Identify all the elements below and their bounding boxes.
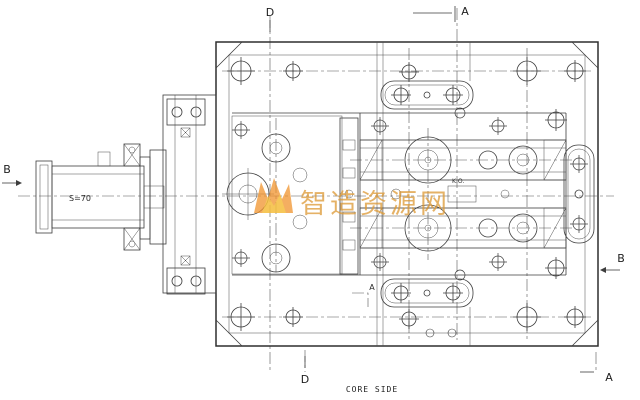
section-label-a-mid: A	[369, 283, 375, 292]
top-slide	[359, 136, 567, 184]
watermark: 智造资源网	[254, 178, 450, 220]
right-slot	[563, 144, 595, 244]
section-label-a-bottom: A	[605, 371, 613, 384]
knockout-label: K.O.	[452, 178, 464, 185]
section-label-b-left: B	[3, 163, 11, 176]
hydraulic-cylinder: S=70	[35, 143, 165, 251]
center-details: K.O.	[390, 178, 510, 203]
bottom-slide	[359, 204, 567, 252]
drawing-caption: CORE SIDE	[346, 385, 398, 394]
section-label-d-bottom: D	[301, 373, 309, 386]
bottom-pocket	[380, 278, 474, 308]
watermark-text: 智造资源网	[300, 189, 450, 220]
corner-chamfers	[215, 41, 599, 347]
clamp-plate-stack	[149, 94, 217, 295]
ejector-pin-column	[339, 117, 359, 275]
section-markers: D D A A A B B	[2, 5, 625, 386]
left-cavity-circles	[222, 115, 343, 275]
watermark-logo-icon	[254, 178, 293, 213]
section-label-b-right: B	[617, 252, 625, 265]
watermark-logo-inner	[262, 194, 286, 213]
section-label-a-top: A	[461, 5, 469, 18]
section-label-d-top: D	[266, 6, 274, 19]
top-pocket	[380, 80, 474, 110]
cylinder-stroke-label: S=70	[69, 194, 91, 203]
